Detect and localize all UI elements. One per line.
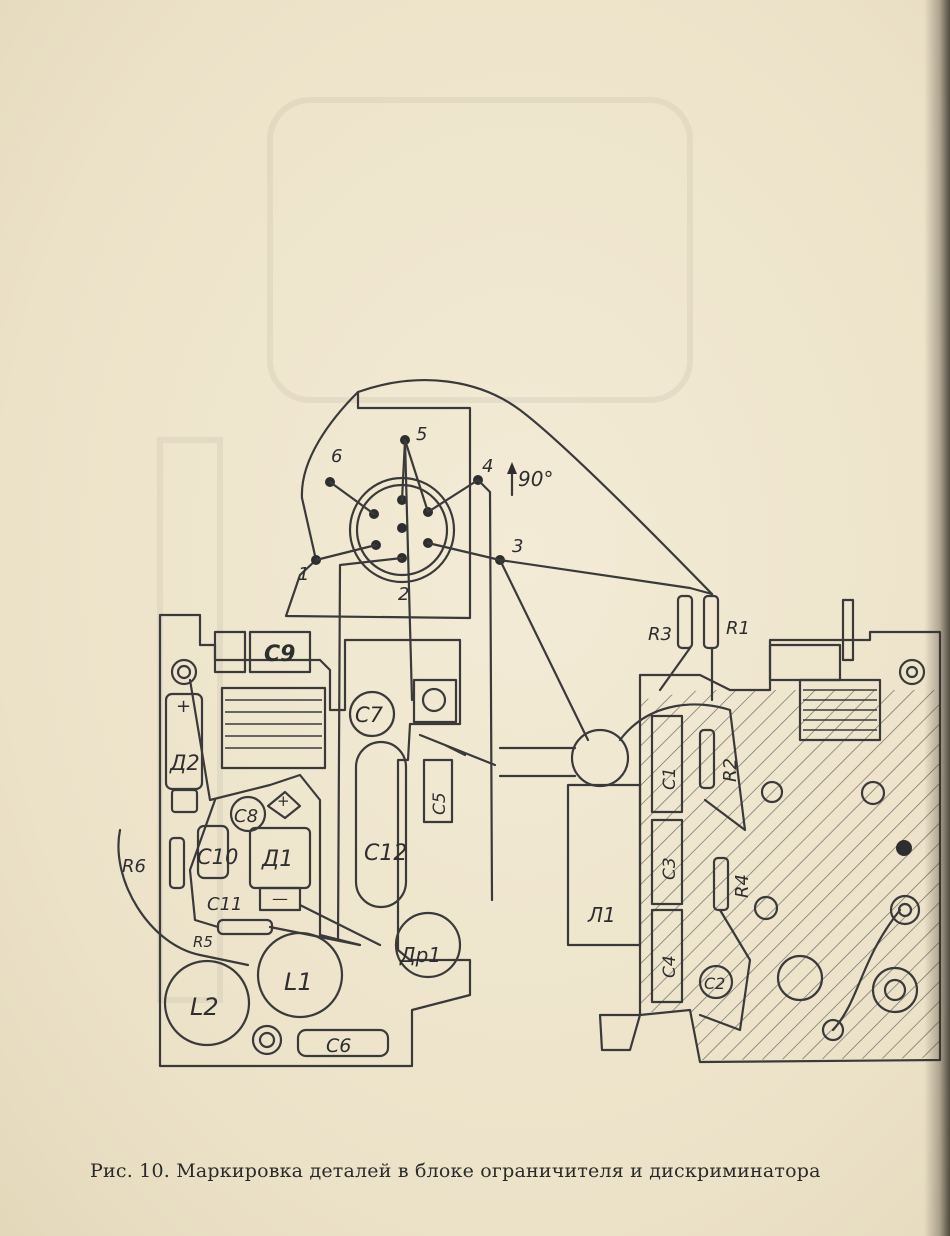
C9-body-left [213,630,247,674]
C4-capacitor [650,908,684,1004]
bus-wires [498,746,577,778]
socket-plate [284,390,472,620]
socket-pins [369,495,433,563]
label-C6: C6 [326,1035,351,1057]
label-D2: Д2 [169,751,200,775]
pin-3-label: 3 [512,536,523,557]
label-R3: R3 [648,624,672,645]
C8-plus-tab [266,790,302,820]
C5-capacitor [422,758,454,824]
label-minus: — [272,889,288,908]
label-R5: R5 [193,933,213,951]
label-C7: C7 [355,703,384,727]
bent-strap [831,908,902,1032]
discriminator-block [498,586,942,1064]
label-L2: L2 [190,993,219,1021]
label-C1: C1 [660,767,680,790]
angle-label: 90° [518,467,553,491]
R1-resistor [702,594,720,650]
C12-capacitor [354,740,408,909]
transformer-frame [220,686,327,770]
label-R6: R6 [122,856,146,877]
limiter-block [117,613,497,1068]
label-C10: C10 [197,845,238,869]
label-C5: C5 [430,792,450,815]
label-C9: C9 [264,642,295,667]
figure-caption: Рис. 10. Маркировка деталей в блоке огра… [90,1160,821,1182]
top-wire-arc [356,379,714,596]
label-C8: C8 [234,806,258,827]
bleed-through [157,97,693,1003]
label-C11: C11 [207,894,242,915]
pin-6-label: 6 [331,446,342,467]
D1-base [258,886,302,912]
label-C4: C4 [660,955,680,978]
L2-coil [163,959,251,1047]
label-R2: R2 [720,758,741,782]
R2-resistor [698,728,716,790]
transformer-2-cap [768,643,842,682]
ground-screw [251,1024,283,1056]
loop-wire [117,828,250,967]
R6-resistor [168,836,186,890]
book-edge-shadow [924,0,950,1236]
label-C12: C12 [364,841,407,866]
L1-lamp [566,783,642,947]
Dr1-choke [394,911,462,979]
C1-capacitor [650,714,684,814]
label-C2: C2 [704,974,725,993]
pin-5-label: 5 [416,424,427,445]
C7-capacitor [348,690,396,738]
socket-assembly [284,379,714,942]
screw-terminal [170,658,198,686]
C8-capacitor [229,795,267,833]
C3-capacitor [650,818,684,906]
big-screw [776,954,824,1002]
pin-terminal [841,598,855,662]
C10-capacitor [196,824,230,880]
label-R1: R1 [726,618,750,639]
label-Lamp1: Л1 [587,903,616,927]
L1-lamp-socket [570,728,630,788]
label-D1: Д1 [261,847,293,872]
R3-resistor [676,594,694,650]
label-R4: R4 [732,874,753,898]
lamp-socket [412,678,458,724]
label-plus-d2: + [176,696,191,717]
transformer-2 [798,678,882,742]
C6-capacitor [296,1028,390,1058]
pin-2-label: 2 [398,584,409,605]
C2-capacitor [698,964,734,1000]
pin-1-label: 1 [298,564,309,585]
R5-resistor [216,918,274,936]
label-C3: C3 [660,857,680,880]
label-plus-c8: + [277,792,290,810]
C9-capacitor [248,630,312,674]
pin-4-label: 4 [482,456,493,477]
label-Dr1: Др1 [399,943,441,967]
label-L1: L1 [284,968,313,996]
